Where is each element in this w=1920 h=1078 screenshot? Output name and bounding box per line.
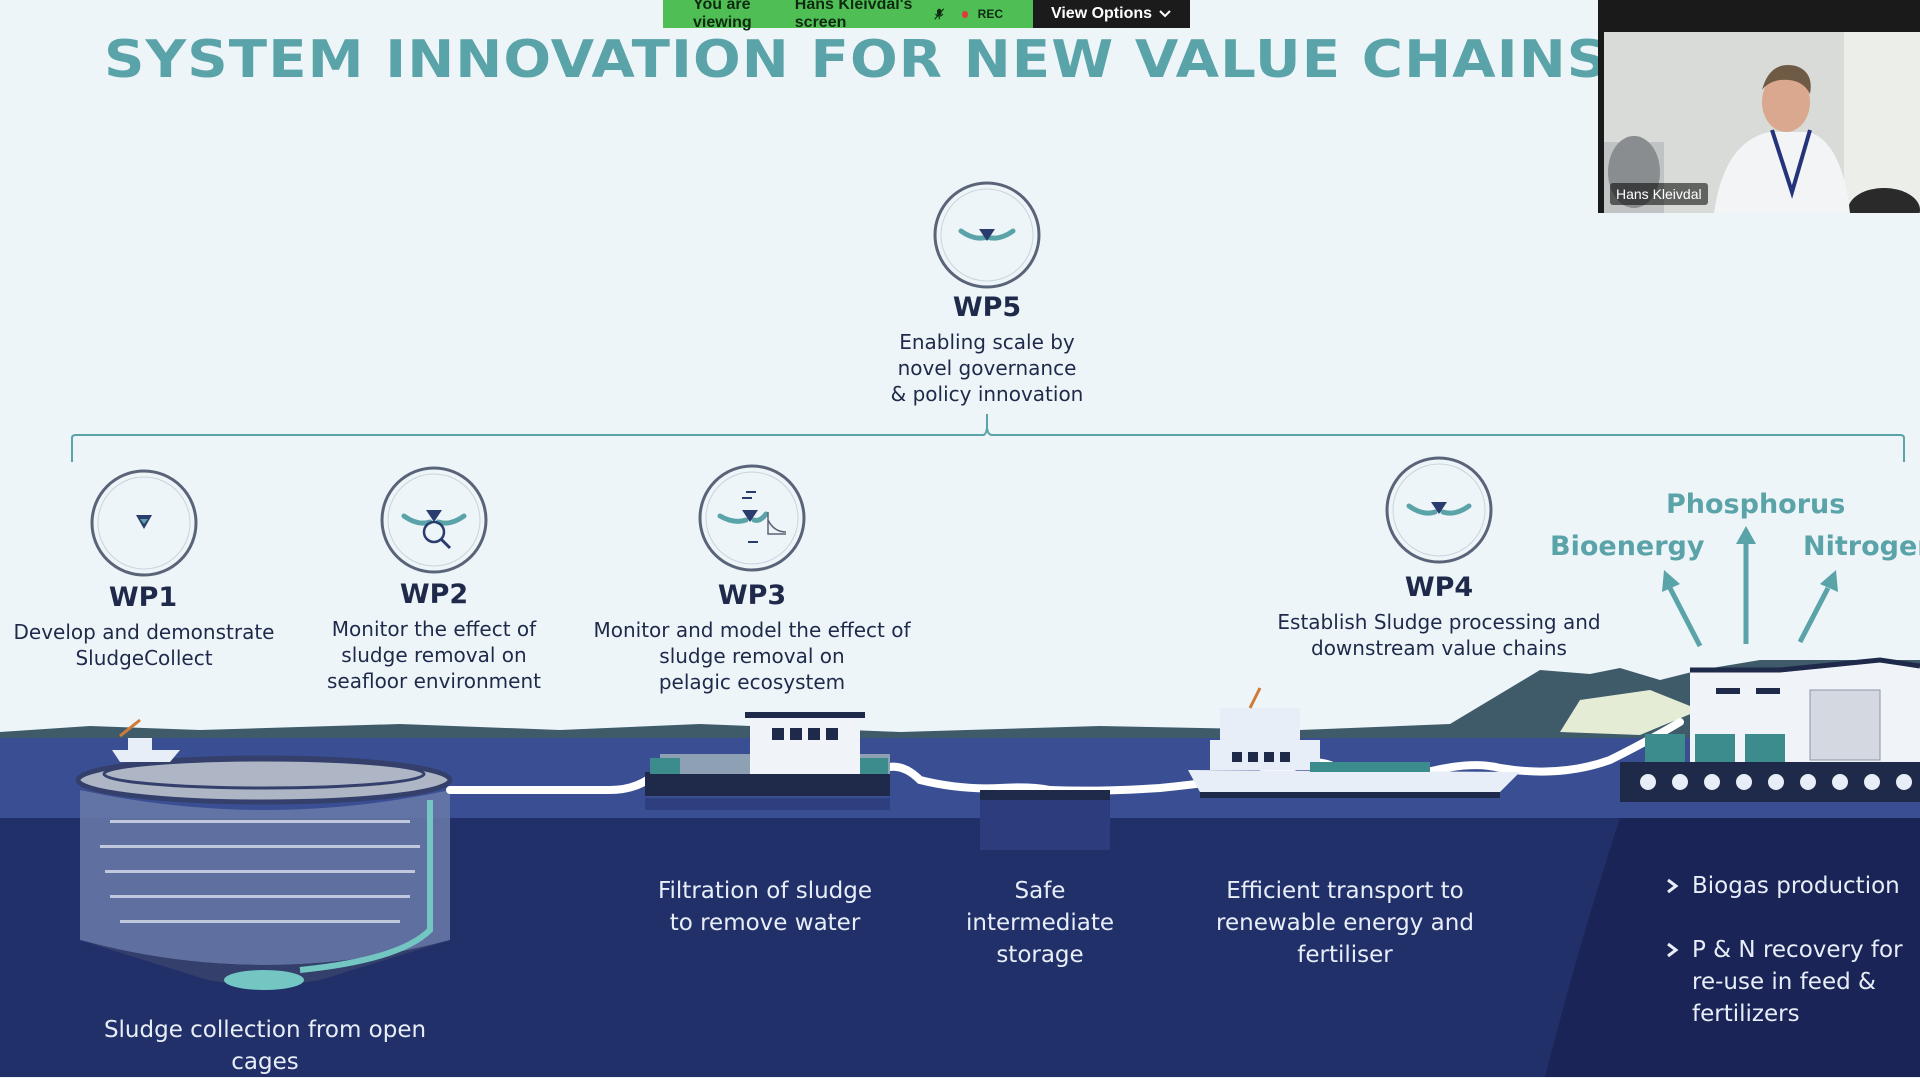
- bioenergy-label: Bioenergy: [1550, 531, 1705, 562]
- wp3-description: Monitor and model the effect of sludge r…: [582, 617, 922, 695]
- filtration-caption: Filtration of sludge to remove water: [640, 875, 890, 939]
- bullet-line: re-use in feed &: [1692, 969, 1876, 995]
- wp5-label: WP5: [952, 292, 1022, 323]
- wp3-desc-line: Monitor and model the effect of: [593, 618, 911, 642]
- aquaculture-value-chain-illustration: [0, 657, 1920, 1077]
- participant-name-label: Hans Kleivdal: [1610, 183, 1708, 205]
- storage-caption-line: intermediate: [966, 910, 1114, 936]
- participant-video-tile[interactable]: Hans Kleivdal: [1598, 0, 1920, 213]
- wp5-bracket: [71, 414, 1905, 462]
- wp5-desc-line: & policy innovation: [890, 382, 1084, 406]
- nitrogen-label: Nitrogen: [1803, 531, 1920, 562]
- viewing-indicator: You are viewing Hans Kleivdal's screen R…: [663, 0, 1033, 31]
- nutrient-arrows: [1662, 526, 1838, 648]
- wp4-description: Establish Sludge processing and downstre…: [1264, 609, 1614, 661]
- bullet-line: Biogas production: [1692, 873, 1900, 899]
- wp3-desc-line: sludge removal on: [659, 644, 845, 668]
- wp2-desc-line: Monitor the effect of: [331, 617, 537, 641]
- storage-caption: Safe intermediate storage: [940, 875, 1140, 971]
- wp3-label: WP3: [717, 580, 787, 611]
- wp1-label: WP1: [108, 582, 178, 613]
- storage-caption-line: storage: [996, 942, 1084, 968]
- outcome-bullets: Biogas production P & N recovery for re-…: [1664, 870, 1903, 1030]
- transport-caption: Efficient transport to renewable energy …: [1200, 875, 1490, 971]
- mic-muted-icon: [934, 8, 945, 20]
- bullet-text: P & N recovery for re-use in feed & fert…: [1692, 934, 1903, 1030]
- bullet-arrow-icon: [1667, 942, 1679, 958]
- collection-caption: Sludge collection from open cages: [103, 1017, 427, 1075]
- wp5-desc-line: novel governance: [897, 356, 1077, 380]
- wp5-desc-line: Enabling scale by: [899, 330, 1075, 354]
- view-options-button[interactable]: View Options: [1033, 0, 1190, 28]
- chevron-down-icon: [1159, 10, 1171, 18]
- wp2-compass-icon: [380, 466, 488, 574]
- wp4-compass-icon: [1385, 456, 1493, 564]
- wp2-label: WP2: [399, 579, 469, 610]
- filtration-caption-line: to remove water: [669, 910, 861, 936]
- viewing-label: You are viewing: [693, 0, 752, 31]
- wp3-desc-line: pelagic ecosystem: [658, 670, 846, 694]
- bullet-line: P & N recovery for: [1692, 937, 1903, 963]
- phosphorus-label: Phosphorus: [1666, 489, 1846, 520]
- wp2-desc-line: seafloor environment: [326, 669, 541, 693]
- wp5-compass-icon: [933, 181, 1041, 289]
- bullet-arrow-icon: [1667, 878, 1679, 894]
- wp1-description: Develop and demonstrate SludgeCollect: [2, 619, 286, 671]
- wp4-label: WP4: [1404, 572, 1474, 603]
- bullet-line: fertilizers: [1692, 1001, 1800, 1027]
- slide-title: SYSTEM INNOVATION FOR NEW VALUE CHAINS: [104, 30, 1609, 90]
- presenter-name: Hans Kleivdal's screen: [794, 0, 913, 31]
- wp4-desc-line: Establish Sludge processing and: [1277, 610, 1601, 634]
- wp5-description: Enabling scale by novel governance & pol…: [862, 329, 1112, 407]
- filtration-caption-line: Filtration of sludge: [657, 878, 873, 904]
- transport-caption-line: Efficient transport to: [1226, 878, 1464, 904]
- storage-caption-line: Safe: [1014, 878, 1066, 904]
- wp4-desc-line: downstream value chains: [1311, 636, 1567, 660]
- wp1-compass-icon: [90, 469, 198, 577]
- bullet-item: P & N recovery for re-use in feed & fert…: [1664, 934, 1903, 1030]
- wp1-desc-line: SludgeCollect: [75, 646, 213, 670]
- wp2-desc-line: sludge removal on: [341, 643, 527, 667]
- bullet-text: Biogas production: [1692, 870, 1900, 902]
- transport-caption-line: fertiliser: [1297, 942, 1393, 968]
- transport-caption-line: renewable energy and: [1216, 910, 1474, 936]
- wp1-desc-line: Develop and demonstrate: [13, 620, 275, 644]
- view-options-label: View Options: [1050, 5, 1153, 22]
- participant-video-frame: [1604, 32, 1920, 213]
- rec-label: REC: [977, 7, 1003, 21]
- recording-dot-icon: [962, 10, 968, 18]
- wp2-description: Monitor the effect of sludge removal on …: [294, 616, 574, 694]
- screen-share-banner: You are viewing Hans Kleivdal's screen R…: [663, 0, 1190, 31]
- bullet-item: Biogas production: [1664, 870, 1903, 902]
- wp3-compass-icon: [698, 464, 806, 572]
